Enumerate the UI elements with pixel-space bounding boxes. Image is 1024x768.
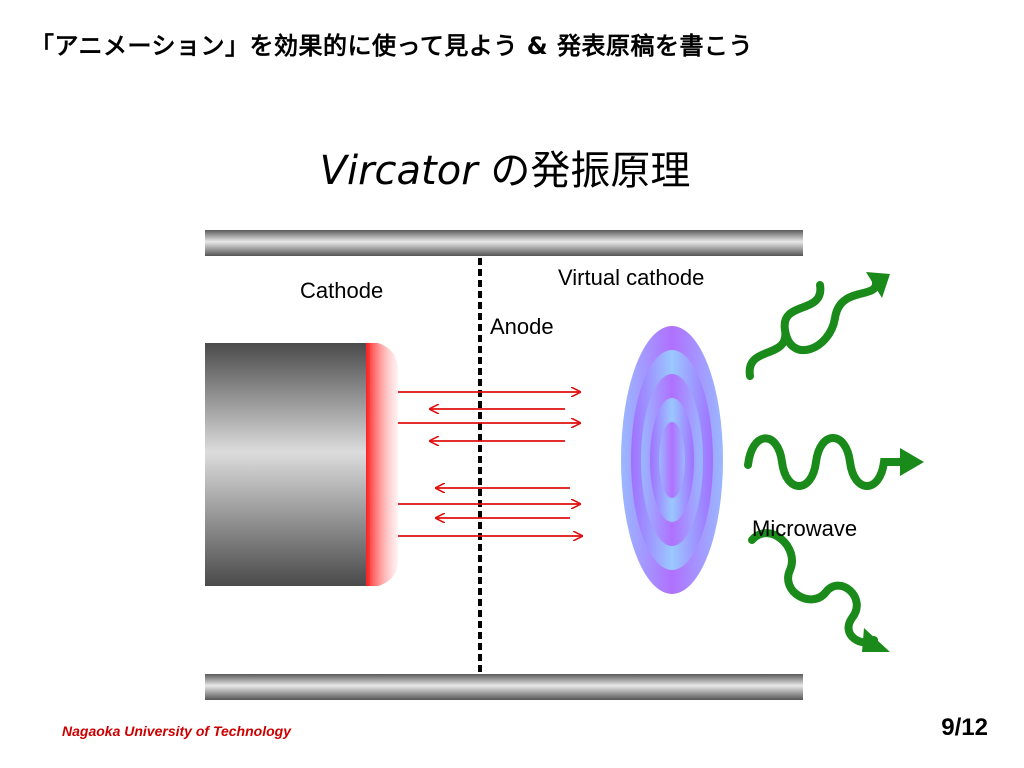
footer-organization: Nagaoka University of Technology — [62, 723, 291, 739]
cathode-emitter — [366, 343, 398, 586]
microwave-arrowhead — [900, 448, 924, 476]
bottom-plate — [205, 674, 803, 700]
microwaves — [744, 272, 924, 652]
microwave-label: Microwave — [752, 516, 857, 541]
electron-beams — [398, 392, 582, 536]
slide-title-jp: の発振原理 — [477, 148, 691, 194]
microwave-arrowhead — [862, 628, 890, 652]
slide-title: Vircator の発振原理 — [0, 138, 1010, 196]
microwave-arrowhead — [866, 272, 890, 298]
cathode-body — [205, 343, 370, 586]
microwave-upper — [745, 278, 880, 380]
anode-label: Anode — [490, 314, 554, 339]
header-title: 「アニメーション」を効果的に使って見よう & 発表原稿を書こう — [30, 32, 753, 60]
microwave-lower — [748, 529, 878, 647]
slide-title-latin: Vircator — [319, 148, 478, 194]
virtual-cathode — [621, 326, 723, 594]
microwave-middle — [744, 434, 909, 490]
page-number: 9/12 — [941, 714, 988, 741]
cathode-label: Cathode — [300, 278, 383, 303]
top-plate — [205, 230, 803, 256]
virtual-cathode-label: Virtual cathode — [558, 265, 704, 290]
